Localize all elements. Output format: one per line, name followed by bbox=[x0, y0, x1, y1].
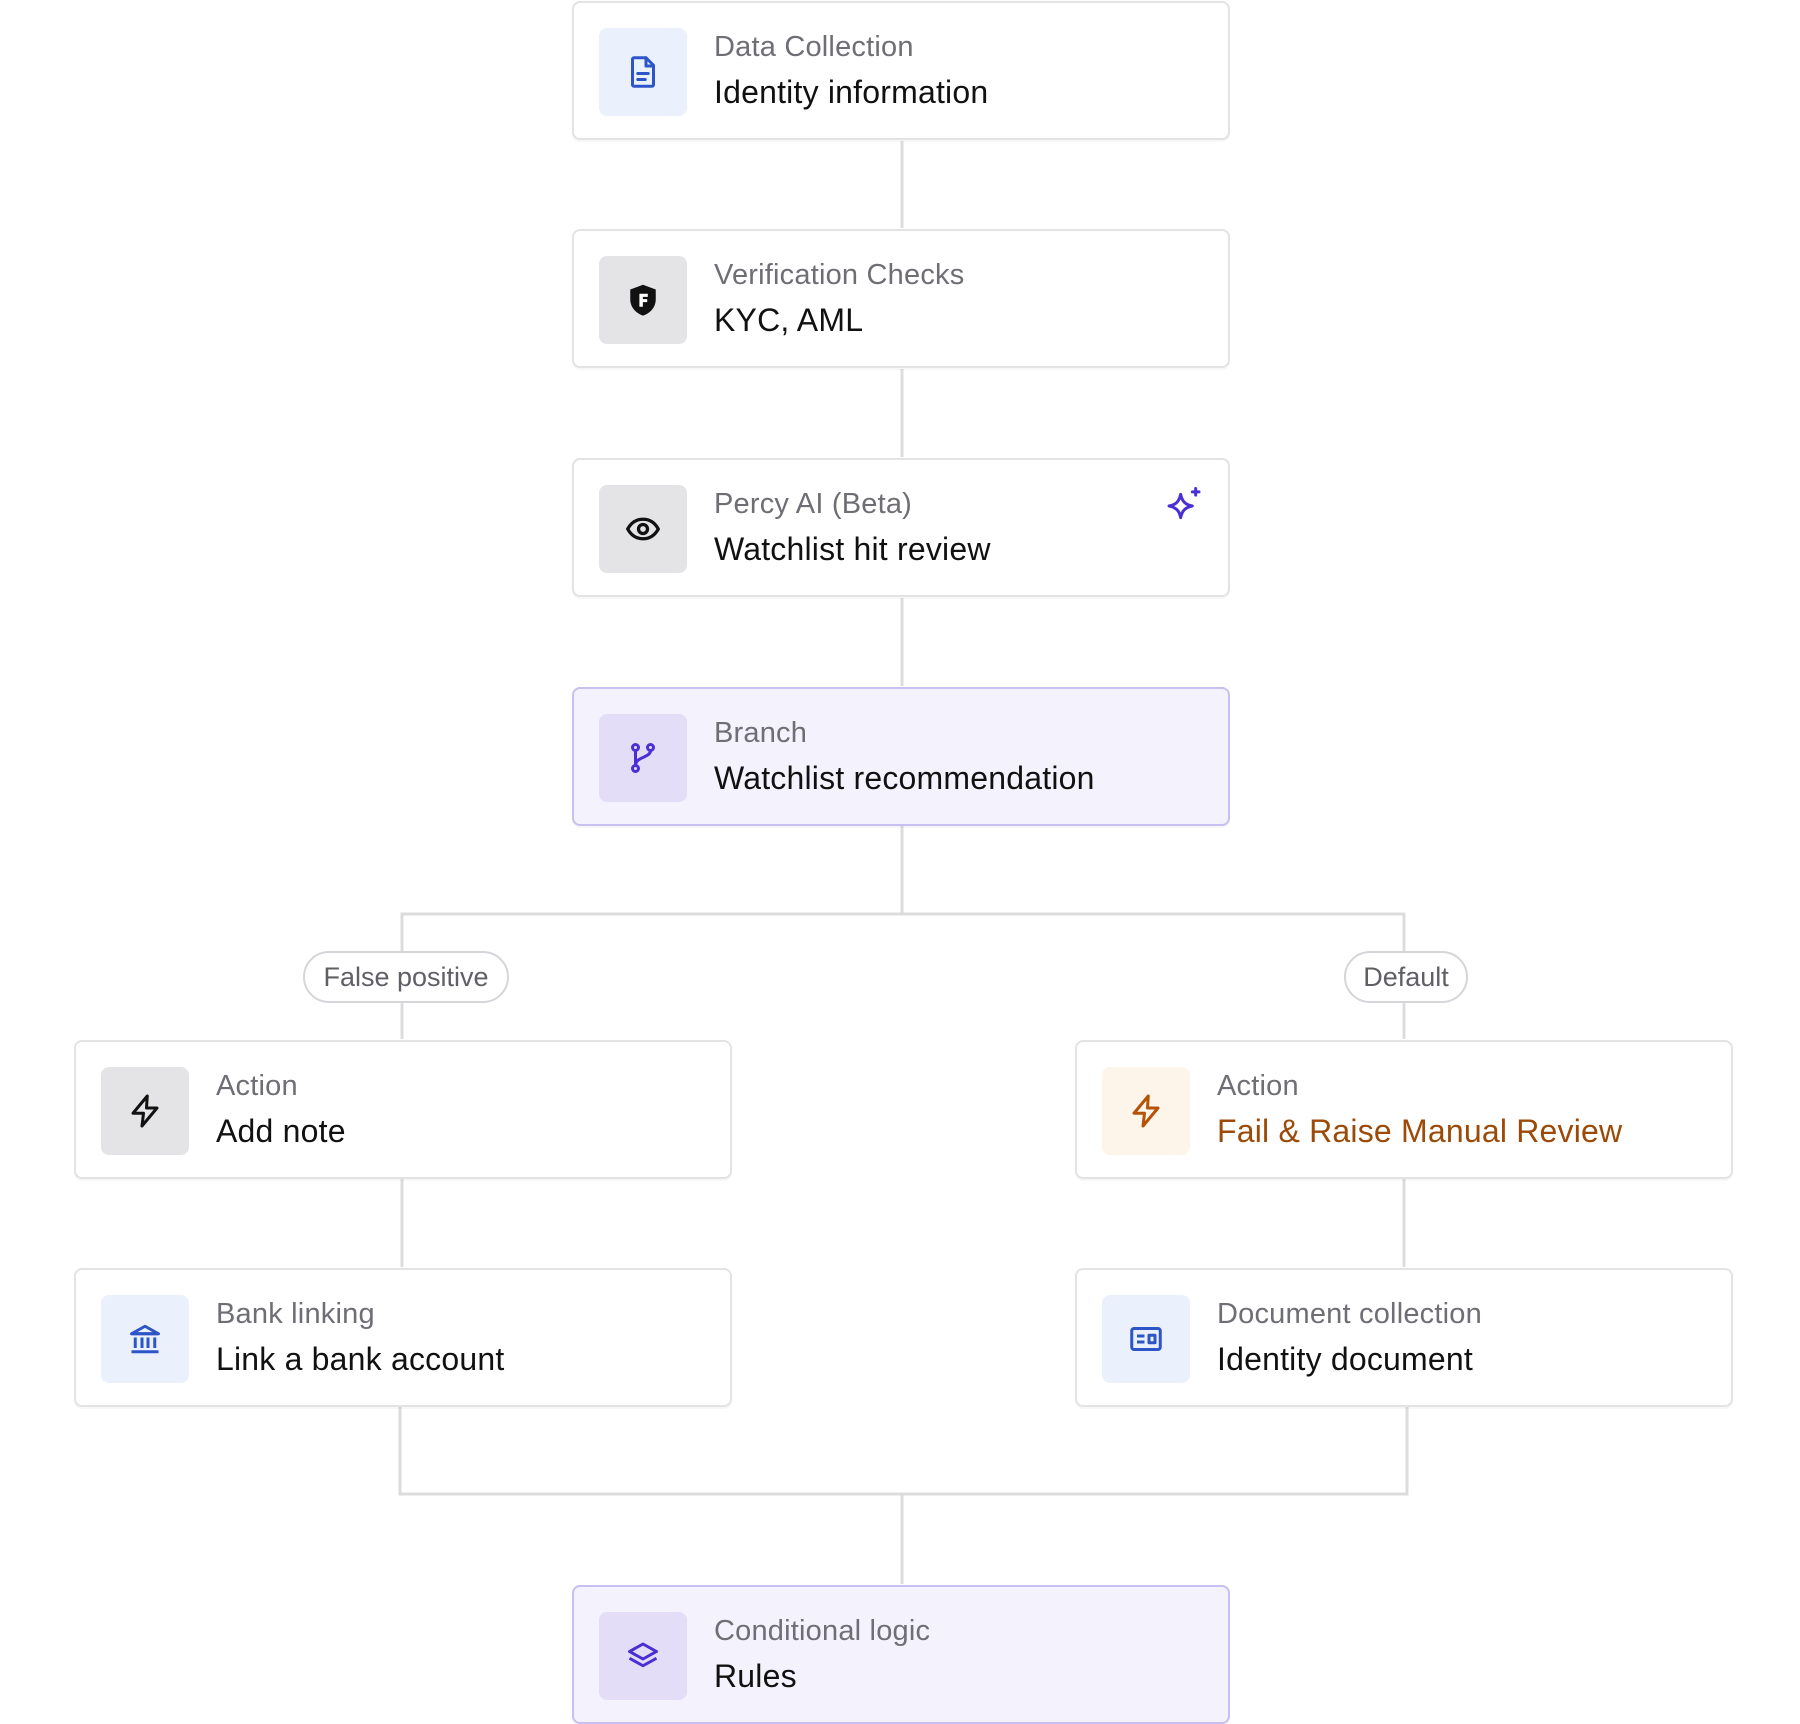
node-type-label: Verification Checks bbox=[714, 259, 965, 291]
eye-icon bbox=[599, 485, 687, 573]
node-type-label: Data Collection bbox=[714, 31, 914, 63]
node-branch[interactable]: Branch Watchlist recommendation bbox=[572, 687, 1230, 826]
node-type-label: Percy AI (Beta) bbox=[714, 488, 913, 520]
node-type-label: Document collection bbox=[1217, 1298, 1482, 1330]
node-title: Watchlist recommendation bbox=[714, 760, 1095, 796]
node-data-collection[interactable]: Data Collection Identity information bbox=[572, 1, 1230, 140]
node-title: Identity document bbox=[1217, 1341, 1473, 1377]
node-conditional-logic[interactable]: Conditional logic Rules bbox=[572, 1585, 1230, 1724]
branch-icon bbox=[599, 714, 687, 802]
node-verification-checks[interactable]: Verification Checks KYC, AML bbox=[572, 229, 1230, 368]
node-title: Fail & Raise Manual Review bbox=[1217, 1113, 1623, 1149]
shield-icon bbox=[599, 256, 687, 344]
lightning-icon bbox=[1102, 1067, 1190, 1155]
node-title: Watchlist hit review bbox=[714, 531, 991, 567]
id-card-icon bbox=[1102, 1295, 1190, 1383]
node-bank-linking[interactable]: Bank linking Link a bank account bbox=[74, 1268, 732, 1407]
sparkle-icon bbox=[1167, 487, 1201, 520]
bank-icon bbox=[101, 1295, 189, 1383]
node-title: Identity information bbox=[714, 74, 989, 110]
node-title: Rules bbox=[714, 1658, 797, 1694]
node-title: KYC, AML bbox=[714, 302, 864, 338]
node-title: Add note bbox=[216, 1113, 346, 1149]
layers-icon bbox=[599, 1612, 687, 1700]
document-icon bbox=[599, 28, 687, 116]
node-type-label: Action bbox=[216, 1070, 298, 1102]
lightning-icon bbox=[101, 1067, 189, 1155]
branch-label-false-positive[interactable]: False positive bbox=[303, 951, 509, 1003]
node-type-label: Bank linking bbox=[216, 1298, 375, 1330]
node-percy-ai[interactable]: Percy AI (Beta) Watchlist hit review bbox=[572, 458, 1230, 597]
edge-branch-split bbox=[400, 912, 1406, 1039]
node-action-add-note[interactable]: Action Add note bbox=[74, 1040, 732, 1179]
edge-merge bbox=[398, 1407, 1409, 1496]
node-type-label: Branch bbox=[714, 717, 808, 749]
node-document-collection[interactable]: Document collection Identity document bbox=[1075, 1268, 1733, 1407]
node-type-label: Conditional logic bbox=[714, 1615, 931, 1647]
node-type-label: Action bbox=[1217, 1070, 1299, 1102]
node-title: Link a bank account bbox=[216, 1341, 505, 1377]
branch-label-default[interactable]: Default bbox=[1344, 951, 1468, 1003]
node-action-fail-review[interactable]: Action Fail & Raise Manual Review bbox=[1075, 1040, 1733, 1179]
